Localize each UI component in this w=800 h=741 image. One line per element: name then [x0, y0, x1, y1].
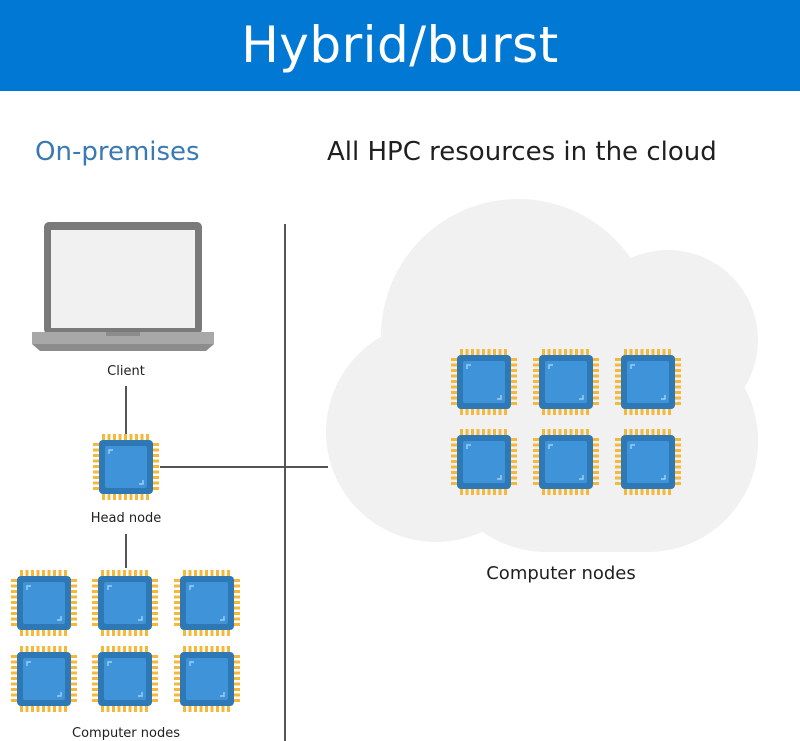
head-node-label: Head node — [90, 511, 162, 526]
processor-chip-icon — [614, 348, 682, 416]
processor-chip-icon — [173, 645, 241, 713]
head-node-chip-icon — [92, 433, 160, 501]
processor-chip-icon — [450, 428, 518, 496]
processor-chip-icon — [450, 348, 518, 416]
client-label: Client — [107, 364, 145, 379]
processor-chip-icon — [10, 645, 78, 713]
processor-chip-icon — [10, 569, 78, 637]
page-title: Hybrid/burst — [241, 15, 559, 74]
processor-chip-icon — [614, 428, 682, 496]
processor-chip-icon — [173, 569, 241, 637]
processor-chip-icon — [91, 569, 159, 637]
cloud-heading: All HPC resources in the cloud — [327, 137, 717, 167]
processor-chip-icon — [532, 428, 600, 496]
cloud-compute-label: Computer nodes — [486, 563, 636, 584]
onprem-compute-nodes — [10, 569, 241, 713]
onprem-compute-label: Computer nodes — [72, 726, 180, 741]
title-banner: Hybrid/burst — [0, 0, 800, 91]
on-premises-heading: On-premises — [35, 137, 200, 167]
processor-chip-icon — [532, 348, 600, 416]
laptop-icon — [32, 222, 214, 351]
processor-chip-icon — [91, 645, 159, 713]
